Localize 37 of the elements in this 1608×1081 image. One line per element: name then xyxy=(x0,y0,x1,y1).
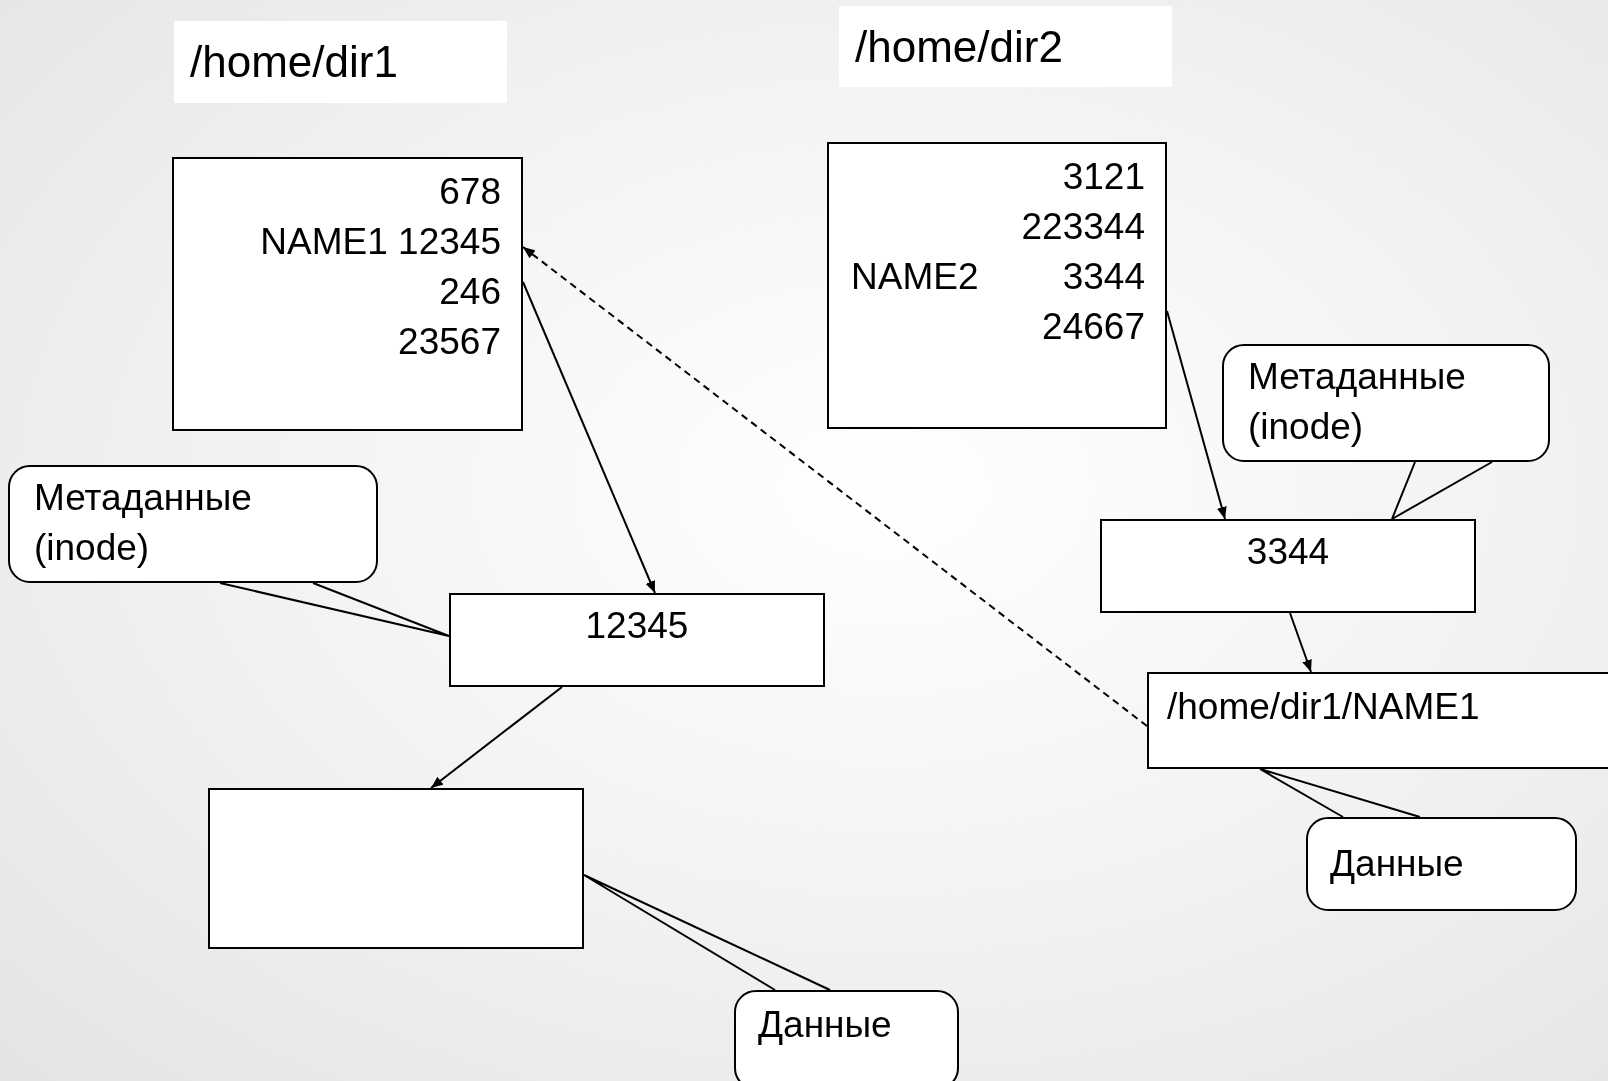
label-text: 3344 xyxy=(1246,531,1330,572)
entry-text: 3121 xyxy=(1062,155,1145,199)
entry-text: 24667 xyxy=(1042,305,1145,349)
label-text: /home/dir2 xyxy=(855,21,1063,71)
entry-text: 12345 xyxy=(398,220,501,264)
data-block xyxy=(208,788,584,949)
callout-text: Метаданные (inode) xyxy=(34,477,252,568)
callout-text: Данные xyxy=(758,1004,892,1045)
entry-text: 3344 xyxy=(1062,255,1145,299)
callout-text: Метаданные (inode) xyxy=(1248,356,1466,447)
callout-bubble xyxy=(1306,817,1577,911)
label-text: /home/dir1 xyxy=(190,37,398,86)
directory-box xyxy=(827,142,1167,429)
dashed-arrow xyxy=(522,246,1148,727)
arrow xyxy=(430,686,563,789)
entry-text: NAME2 xyxy=(851,255,979,299)
entry-text: 23567 xyxy=(398,320,501,364)
entry-text: NAME1 xyxy=(260,220,388,264)
entry-text: 678 xyxy=(439,170,501,214)
callout-tail xyxy=(219,582,450,637)
label-text: 12345 xyxy=(585,605,689,646)
callout-text: Данные xyxy=(1330,843,1464,884)
arrow xyxy=(1289,612,1312,673)
callout-bubble xyxy=(8,465,378,583)
arrow xyxy=(522,281,656,594)
inode-box xyxy=(1100,519,1476,613)
callout-tail xyxy=(583,874,831,991)
inode-box xyxy=(449,593,825,687)
data-box xyxy=(1147,672,1608,769)
entry-text: 246 xyxy=(439,270,501,314)
entry-text: 223344 xyxy=(1021,205,1145,249)
callout-tail xyxy=(1391,461,1493,520)
callout-bubble xyxy=(1222,344,1550,462)
callout-tail xyxy=(1259,768,1421,818)
directory-box xyxy=(172,157,523,431)
callout-bubble xyxy=(734,990,959,1081)
label-text: /home/dir1/NAME1 xyxy=(1167,686,1480,727)
